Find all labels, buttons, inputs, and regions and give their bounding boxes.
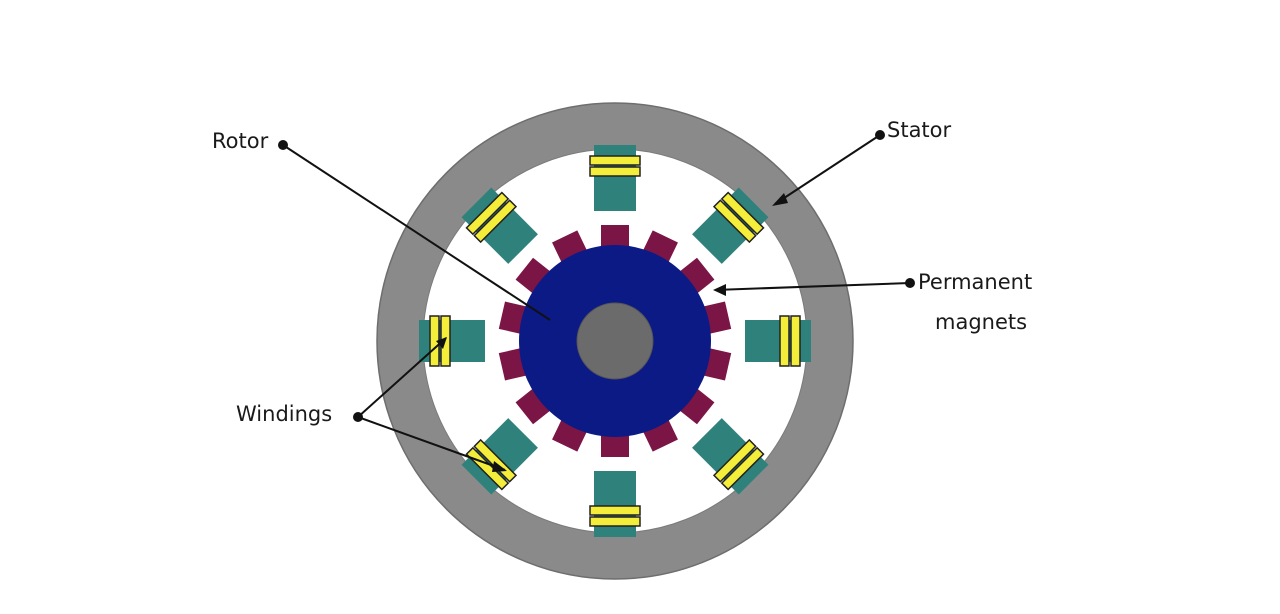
winding-coil — [589, 166, 641, 177]
stator-pole — [589, 471, 641, 537]
magnets-leader — [714, 282, 911, 291]
windings-leader-upper — [357, 337, 447, 418]
leader-lines — [282, 134, 911, 471]
stator-pole-tooth — [419, 320, 485, 362]
winding-coil — [589, 516, 641, 527]
stator-pole — [419, 315, 485, 367]
winding-coil — [589, 505, 641, 516]
winding-coil — [779, 315, 790, 367]
stator-leader-dot — [875, 130, 885, 140]
winding-coil — [720, 446, 765, 491]
stator-pole-tooth — [594, 471, 636, 537]
stator-pole — [692, 187, 769, 264]
stator-label: Stator — [887, 118, 952, 142]
stator-pole-tooth — [461, 418, 538, 495]
windings-label: Windings — [236, 402, 332, 426]
rotor-leader-dot — [278, 140, 288, 150]
stator-pole — [745, 315, 811, 367]
rotor-leader — [282, 144, 551, 321]
permanent-magnets-label-line1: Permanent — [918, 270, 1032, 294]
stator-pole-tooth — [594, 145, 636, 211]
stator-pole-tooth — [461, 187, 538, 264]
winding-coil — [589, 155, 641, 166]
winding-coil — [465, 191, 510, 236]
rotor-shaft — [576, 302, 654, 380]
winding-coil — [712, 199, 757, 244]
windings-arrowhead-upper — [436, 337, 447, 349]
stator-pole — [589, 145, 641, 211]
rotor-label: Rotor — [212, 129, 269, 153]
winding-coil — [473, 199, 518, 244]
winding-coil — [712, 438, 757, 483]
winding-coil — [720, 191, 765, 236]
winding-coil — [473, 438, 518, 483]
magnets-arrowhead — [713, 284, 726, 296]
stator-pole-tooth — [692, 187, 769, 264]
stator-pole-tooth — [745, 320, 811, 362]
stator-outer-edge — [376, 102, 854, 580]
windings-leader-lower — [357, 416, 506, 471]
stator-arrowhead — [772, 193, 788, 206]
magnets-leader-dot — [905, 278, 915, 288]
stator-pole-tooth — [692, 418, 769, 495]
windings-leader-dot — [353, 412, 363, 422]
stator-poles — [419, 145, 811, 537]
windings-arrowhead-lower — [492, 461, 507, 472]
permanent-magnets-label-line2: magnets — [935, 310, 1027, 334]
leader-dots — [278, 130, 915, 422]
stator-ring — [377, 103, 853, 579]
winding-coil — [790, 315, 801, 367]
stator-pole — [461, 187, 538, 264]
stator-pole — [692, 418, 769, 495]
stator-leader — [774, 134, 881, 205]
